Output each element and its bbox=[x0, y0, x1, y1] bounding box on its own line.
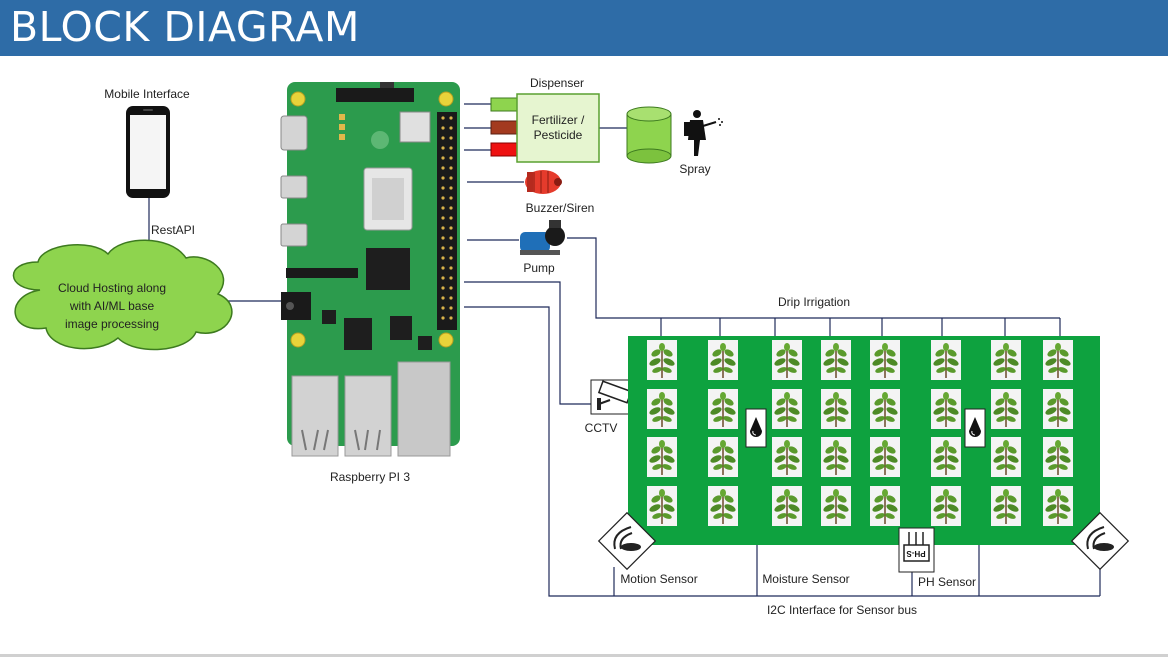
pump-label: Pump bbox=[523, 261, 555, 275]
drip-drops bbox=[661, 318, 1060, 336]
container-cylinder-icon bbox=[627, 107, 671, 163]
fertilizer-label-line1: Fertilizer / bbox=[532, 113, 585, 127]
buzzer-label: Buzzer/Siren bbox=[526, 201, 595, 215]
mobile-phone-icon bbox=[126, 106, 170, 198]
ph-sensor-label: PH Sensor bbox=[918, 575, 976, 589]
raspberry-pi-label: Raspberry PI 3 bbox=[330, 470, 410, 484]
motion-sensor-label: Motion Sensor bbox=[620, 572, 697, 586]
buzzer-siren-icon bbox=[525, 170, 562, 194]
pump-icon bbox=[520, 220, 565, 255]
fertilizer-label-line2: Pesticide bbox=[534, 128, 583, 142]
restapi-label: RestAPI bbox=[151, 223, 195, 237]
cloud-label-line2: with AI/ML base bbox=[69, 299, 155, 313]
cloud-label-line3: image processing bbox=[65, 317, 159, 331]
moisture-sensor-icon-1 bbox=[746, 409, 766, 447]
cctv-label: CCTV bbox=[585, 421, 618, 435]
wire-cctv bbox=[464, 282, 591, 404]
raspberry-pi-board bbox=[281, 82, 460, 456]
spray-person-icon bbox=[684, 110, 723, 156]
crop-field bbox=[628, 336, 1100, 545]
ph-chip-label: PH-S bbox=[906, 549, 926, 558]
cloud-label-line1: Cloud Hosting along bbox=[58, 281, 166, 295]
mobile-interface-label: Mobile Interface bbox=[104, 87, 190, 101]
dispenser-slot-green bbox=[491, 98, 517, 111]
dispenser-slot-brown bbox=[491, 121, 517, 134]
dispenser-slot-red bbox=[491, 143, 517, 156]
moisture-sensor-label: Moisture Sensor bbox=[762, 572, 849, 586]
drip-irrigation-label: Drip Irrigation bbox=[778, 295, 850, 309]
i2c-bus-label: I2C Interface for Sensor bus bbox=[767, 603, 917, 617]
spray-label: Spray bbox=[679, 162, 710, 176]
moisture-sensor-icon-2 bbox=[965, 409, 985, 447]
dispenser-label: Dispenser bbox=[530, 76, 584, 90]
